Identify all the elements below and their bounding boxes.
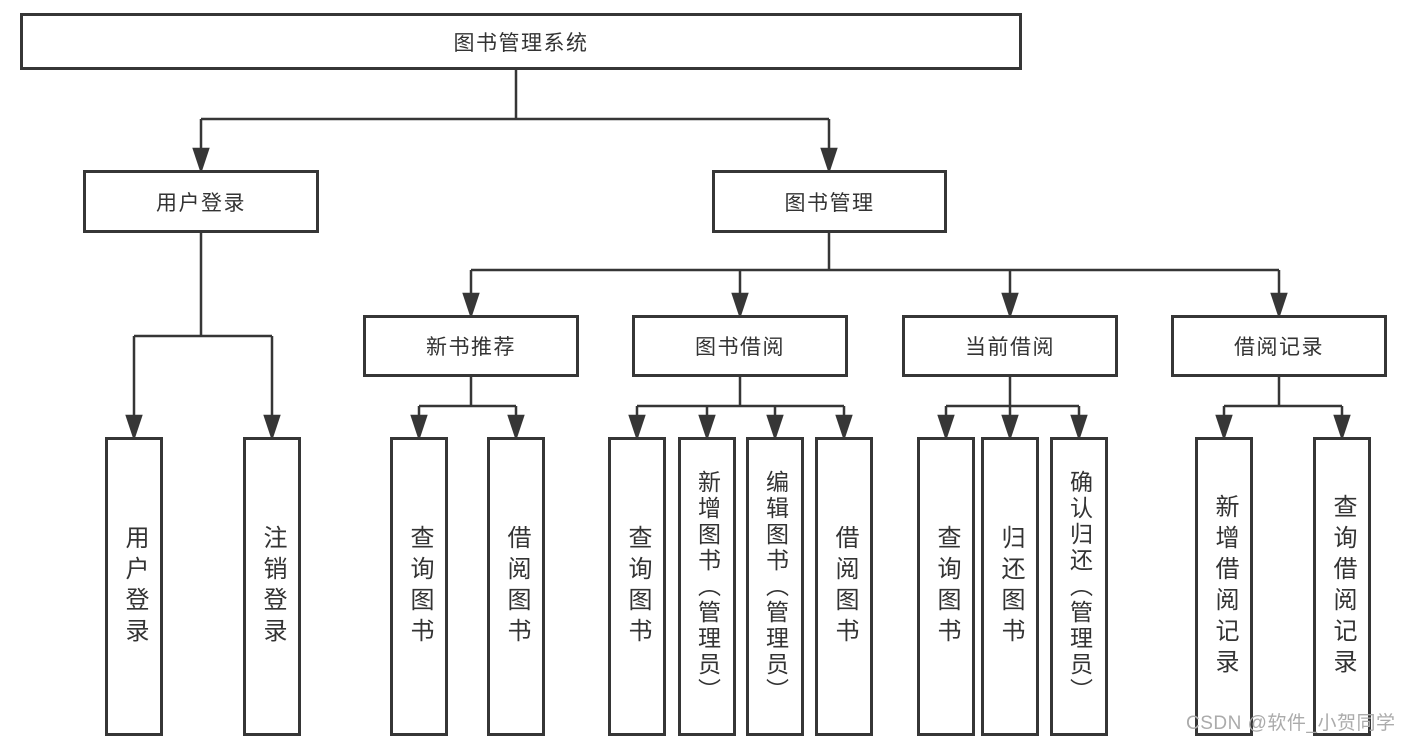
arrowhead bbox=[410, 414, 428, 441]
leaf-label: 用户登录 bbox=[121, 524, 148, 649]
node-book-borrowing: 图书借阅 bbox=[632, 315, 848, 377]
leaf-label: 查询图书 bbox=[933, 524, 960, 649]
leaf-query-books-current: 查询图书 bbox=[917, 437, 975, 736]
node-book-management: 图书管理 bbox=[712, 170, 947, 233]
leaf-logout: 注销登录 bbox=[243, 437, 301, 736]
node-library-management-system: 图书管理系统 bbox=[20, 13, 1022, 70]
arrowhead bbox=[1001, 414, 1019, 441]
arrowhead bbox=[731, 292, 749, 319]
leaf-query-books-borrowing: 查询图书 bbox=[608, 437, 666, 736]
leaf-label: 查询图书 bbox=[406, 524, 433, 649]
node-label: 图书借阅 bbox=[695, 336, 785, 359]
arrowhead bbox=[462, 292, 480, 319]
leaf-label: 新增借阅记录 bbox=[1211, 493, 1238, 680]
leaf-borrow-books-recommend: 借阅图书 bbox=[487, 437, 545, 736]
node-borrowing-records: 借阅记录 bbox=[1171, 315, 1387, 377]
connector-borrowing-records-to-leaves bbox=[1215, 377, 1351, 441]
node-new-book-recommendation: 新书推荐 bbox=[363, 315, 579, 377]
leaf-query-borrow-record: 查询借阅记录 bbox=[1313, 437, 1371, 736]
leaf-label: 确认归还（管理员） bbox=[1066, 469, 1093, 704]
leaf-label: 归还图书 bbox=[997, 524, 1024, 649]
node-label: 用户登录 bbox=[156, 191, 246, 215]
connector-root-to-level2 bbox=[192, 70, 838, 174]
arrowhead bbox=[1215, 414, 1233, 441]
csdn-watermark: CSDN @软件_小贺同学 bbox=[1186, 713, 1396, 734]
arrowhead bbox=[698, 414, 716, 441]
leaf-label: 借阅图书 bbox=[831, 524, 858, 649]
connector-new-book-to-leaves bbox=[410, 377, 525, 441]
arrowhead bbox=[1333, 414, 1351, 441]
connector-book-management-to-level3 bbox=[462, 233, 1288, 319]
connector-current-borrowing-to-leaves bbox=[937, 377, 1088, 441]
arrowhead bbox=[766, 414, 784, 441]
leaf-user-login: 用户登录 bbox=[105, 437, 163, 736]
arrowhead bbox=[263, 414, 281, 441]
leaf-label: 新增图书（管理员） bbox=[694, 469, 721, 704]
leaf-add-book-admin: 新增图书（管理员） bbox=[678, 437, 736, 736]
leaf-query-books-recommend: 查询图书 bbox=[390, 437, 448, 736]
leaf-label: 查询图书 bbox=[624, 524, 651, 649]
arrowhead bbox=[1001, 292, 1019, 319]
arrowhead bbox=[835, 414, 853, 441]
leaf-edit-book-admin: 编辑图书（管理员） bbox=[746, 437, 804, 736]
arrowhead bbox=[192, 147, 210, 174]
node-label: 借阅记录 bbox=[1234, 336, 1324, 359]
arrowhead bbox=[1070, 414, 1088, 441]
node-label: 当前借阅 bbox=[965, 336, 1055, 359]
leaf-label: 查询借阅记录 bbox=[1329, 493, 1356, 680]
leaf-borrow-books-borrowing: 借阅图书 bbox=[815, 437, 873, 736]
arrowhead bbox=[125, 414, 143, 441]
leaf-label: 注销登录 bbox=[259, 524, 286, 649]
arrowhead bbox=[628, 414, 646, 441]
leaf-return-books: 归还图书 bbox=[981, 437, 1039, 736]
leaf-confirm-return-admin: 确认归还（管理员） bbox=[1050, 437, 1108, 736]
connector-book-borrowing-to-leaves bbox=[628, 377, 853, 441]
arrowhead bbox=[937, 414, 955, 441]
connector-user-login-to-leaves bbox=[125, 233, 281, 441]
arrowhead bbox=[820, 147, 838, 174]
node-label: 图书管理 bbox=[784, 191, 875, 215]
node-label: 图书管理系统 bbox=[453, 31, 589, 55]
arrowhead bbox=[1270, 292, 1288, 319]
leaf-label: 借阅图书 bbox=[503, 524, 530, 649]
node-user-login: 用户登录 bbox=[83, 170, 319, 233]
arrowhead bbox=[507, 414, 525, 441]
node-current-borrowing: 当前借阅 bbox=[902, 315, 1118, 377]
leaf-label: 编辑图书（管理员） bbox=[762, 469, 789, 704]
leaf-add-borrow-record: 新增借阅记录 bbox=[1195, 437, 1253, 736]
node-label: 新书推荐 bbox=[426, 336, 516, 359]
